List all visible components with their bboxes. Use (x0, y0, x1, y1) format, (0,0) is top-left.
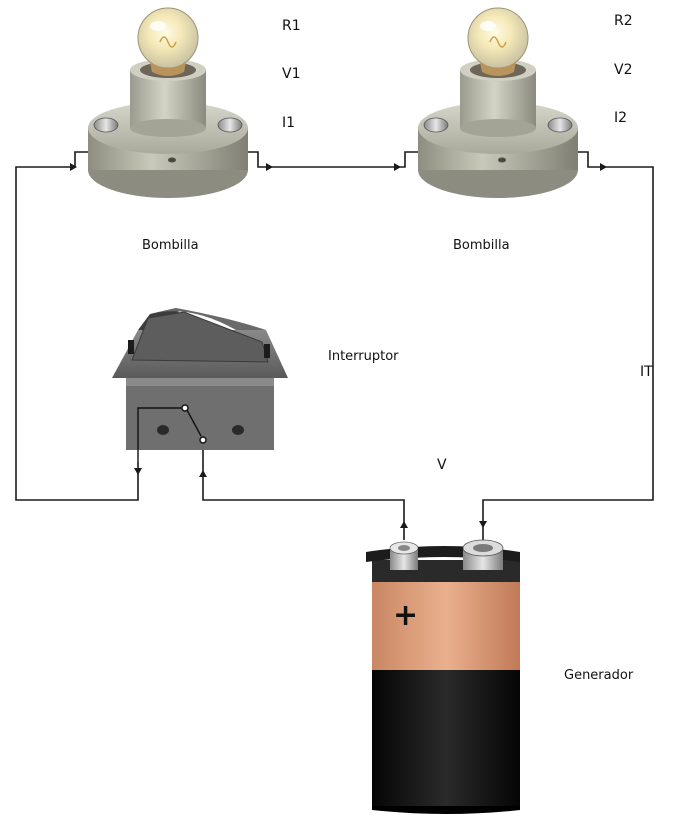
battery-negative-terminal (462, 539, 504, 570)
lightbulb-icon (467, 7, 529, 69)
battery-voltage-label: V (437, 457, 447, 473)
bulb2-label: Bombilla (453, 238, 510, 253)
arrow-left-top (70, 163, 77, 171)
battery-positive-terminal (389, 541, 419, 570)
wire-battery-to-switch (202, 447, 405, 540)
battery-label: Generador (564, 668, 634, 683)
rocker-switch[interactable] (112, 308, 288, 462)
total-current-label: IT (640, 364, 653, 380)
rocker-key[interactable] (131, 311, 269, 363)
wire-bulb1-to-bulb2 (248, 151, 418, 168)
wire-switch-to-bulb1 (15, 151, 139, 501)
arrow-switch-right (199, 470, 207, 477)
screw-icon (93, 117, 119, 133)
bulb-1 (88, 7, 248, 198)
wire-bulb2-to-battery (482, 151, 654, 540)
bulb1-current-label: I1 (282, 115, 295, 131)
screw-icon (423, 117, 449, 133)
bulb-2 (418, 7, 578, 198)
arrow-battery-pos (400, 521, 408, 528)
arrow-switch-left (134, 468, 142, 475)
bulb2-voltage-label: V2 (614, 62, 632, 78)
arrow-battery-neg (479, 521, 487, 528)
arrow-right-top (600, 163, 607, 171)
lightbulb-icon (137, 7, 199, 69)
current-arrows (70, 163, 607, 528)
bulb2-resistance-label: R2 (614, 13, 633, 29)
bulb1-label: Bombilla (142, 238, 199, 253)
screw-icon (547, 117, 573, 133)
arrow-between-1 (266, 163, 273, 171)
wires (15, 151, 654, 540)
screw-icon (217, 117, 243, 133)
bulb1-resistance-label: R1 (282, 18, 301, 34)
switch-label: Interruptor (328, 349, 399, 364)
battery: + (366, 539, 520, 814)
arrow-between-2 (394, 163, 401, 171)
bulb1-voltage-label: V1 (282, 66, 300, 82)
plus-sign: + (393, 598, 418, 633)
switch-symbol (137, 404, 207, 462)
bulb2-current-label: I2 (614, 110, 627, 126)
